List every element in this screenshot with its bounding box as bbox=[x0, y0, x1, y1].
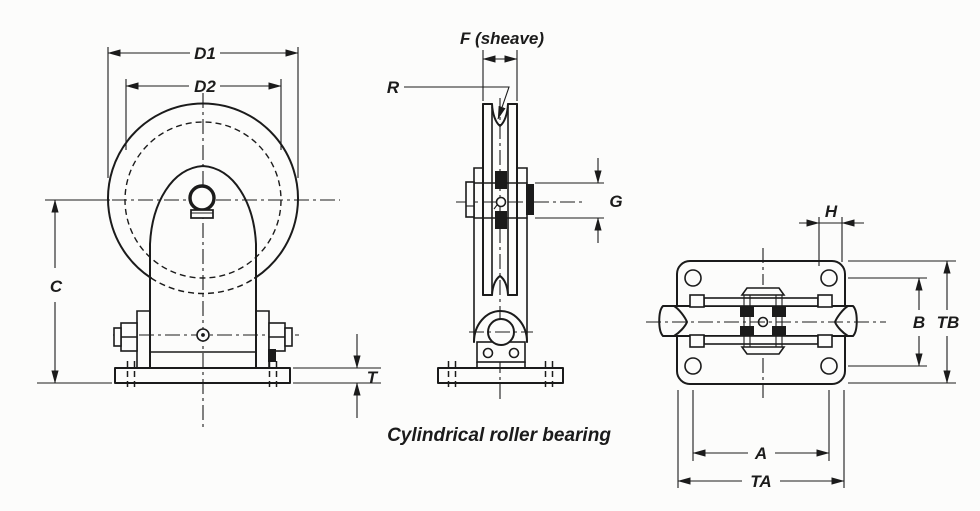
side-base-plate bbox=[437, 361, 564, 391]
side-roller-upper bbox=[495, 171, 507, 189]
side-bracket bbox=[465, 167, 534, 369]
dim-label-tb: TB bbox=[937, 313, 960, 332]
dimension-ta: TA bbox=[677, 390, 845, 491]
top-view: H B TB A bbox=[646, 202, 959, 491]
dimension-b: B bbox=[848, 277, 927, 367]
dimension-r: R bbox=[387, 78, 510, 120]
front-axle-end bbox=[188, 184, 216, 212]
front-centerlines bbox=[112, 93, 340, 428]
side-sheave bbox=[482, 103, 518, 296]
side-hub-tab bbox=[465, 181, 475, 218]
dim-label-c: C bbox=[50, 277, 63, 296]
dimension-h: H bbox=[799, 202, 864, 266]
front-grease-fitting bbox=[268, 349, 276, 362]
dimension-tb: TB bbox=[848, 260, 960, 384]
side-roller-lower bbox=[495, 211, 507, 229]
dimension-d1: D1 bbox=[107, 44, 299, 178]
dim-label-a: A bbox=[754, 444, 767, 463]
dim-label-f: F (sheave) bbox=[460, 29, 544, 48]
side-grease-nipple bbox=[495, 196, 507, 208]
dimension-a: A bbox=[692, 390, 830, 463]
dim-label-d2: D2 bbox=[194, 77, 216, 96]
dimension-g: G bbox=[535, 158, 623, 243]
front-bracket bbox=[149, 165, 257, 369]
dimension-c: C bbox=[37, 199, 112, 384]
dim-label-b: B bbox=[913, 313, 925, 332]
dim-label-t: T bbox=[367, 368, 379, 387]
top-bolt-hole bbox=[684, 269, 702, 287]
side-view: F (sheave) R G Cylindrical roller bearin… bbox=[387, 29, 623, 446]
top-bolt-hole bbox=[820, 357, 838, 375]
top-plate-tab bbox=[689, 294, 705, 308]
dim-label-h: H bbox=[825, 202, 838, 221]
dimension-d2: D2 bbox=[125, 77, 282, 150]
top-plate-tab bbox=[689, 334, 705, 348]
dimension-t: T bbox=[293, 334, 381, 418]
top-centerlines bbox=[646, 248, 886, 398]
dim-label-ta: TA bbox=[750, 472, 771, 491]
dim-label-g: G bbox=[609, 192, 622, 211]
caption: Cylindrical roller bearing bbox=[387, 425, 611, 446]
top-bolt-hole bbox=[820, 269, 838, 287]
front-base-plate bbox=[114, 328, 291, 391]
top-plate-tab bbox=[817, 334, 833, 348]
top-hub bbox=[740, 287, 786, 355]
side-centerlines bbox=[456, 98, 586, 400]
side-hub-nut bbox=[526, 184, 534, 215]
side-axle-dome bbox=[473, 310, 528, 343]
top-plate-tab bbox=[817, 294, 833, 308]
front-view: D1 D2 C T bbox=[37, 44, 381, 428]
top-bolt-hole bbox=[684, 357, 702, 375]
front-side-plates bbox=[113, 310, 293, 369]
dimension-f: F (sheave) bbox=[460, 29, 544, 101]
dim-label-d1: D1 bbox=[194, 44, 216, 63]
front-sheave bbox=[107, 102, 299, 295]
dim-label-r: R bbox=[387, 78, 400, 97]
